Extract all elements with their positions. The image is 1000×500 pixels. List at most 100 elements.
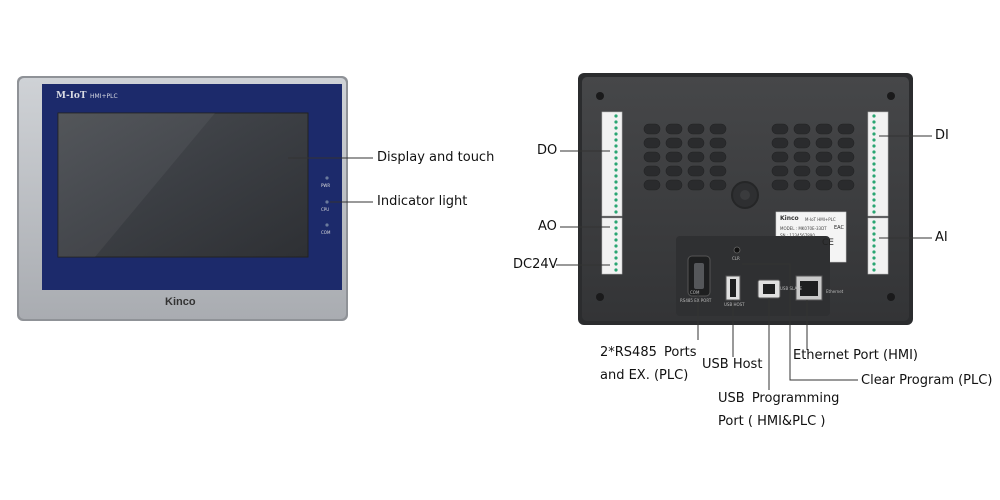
front-brand-logo: M-IoT — [56, 91, 87, 101]
led-pwr-indicator — [325, 176, 329, 180]
callout-dc24v: DC24V — [513, 257, 558, 272]
port-ethernet-label: Ethernet — [826, 289, 844, 294]
terminal-screw — [614, 156, 618, 160]
callout-ao: AO — [538, 219, 557, 234]
port-rs485-label: RS485 EX PORT — [680, 298, 712, 303]
callout-do: DO — [537, 143, 558, 158]
terminal-screw — [614, 250, 618, 254]
front-brand-sub: HMI+PLC — [90, 93, 118, 100]
terminal-screw — [872, 120, 876, 124]
callout-rs485-line2: and EX. (PLC) — [600, 368, 689, 383]
callout-clear: Clear Program (PLC) — [861, 373, 993, 388]
terminal-screw — [872, 138, 876, 142]
screen-reflection — [58, 113, 215, 257]
terminal-screw — [872, 186, 876, 190]
terminal-screw — [614, 126, 618, 130]
clr-button — [733, 246, 741, 254]
terminal-screw — [614, 244, 618, 248]
port-usb-host-label: USB HOST — [724, 302, 745, 307]
vent-left — [643, 123, 727, 191]
leader-lines — [288, 135, 932, 390]
terminal-screw — [872, 210, 876, 214]
terminal-right — [867, 111, 889, 275]
terminal-screw — [614, 114, 618, 118]
callout-ai: AI — [935, 230, 948, 245]
screw-top-left — [596, 92, 604, 100]
terminal-left — [601, 111, 623, 275]
led-com-indicator — [325, 223, 329, 227]
terminal-screw — [872, 126, 876, 130]
terminal-screw — [872, 174, 876, 178]
terminal-screw — [614, 162, 618, 166]
terminal-screw — [614, 138, 618, 142]
clr-label: CLR — [732, 256, 740, 261]
callout-usb-host: USB Host — [702, 357, 763, 372]
port-com-label: COM — [690, 290, 700, 295]
port-recess — [676, 236, 830, 316]
terminal-screw — [872, 144, 876, 148]
vent-right — [771, 123, 855, 191]
front-panel — [17, 76, 348, 321]
terminal-screw — [614, 120, 618, 124]
terminal-screw — [872, 150, 876, 154]
terminal-screw — [872, 238, 876, 242]
callout-di: DI — [935, 128, 949, 143]
terminal-screw — [614, 204, 618, 208]
center-mount-inner — [740, 190, 750, 200]
callout-ethernet: Ethernet Port (HMI) — [793, 348, 919, 363]
rear-panel — [578, 73, 913, 325]
sticker-line3: SN : 1234567890 — [780, 233, 815, 238]
terminal-screw — [614, 174, 618, 178]
sticker-eac: EAC — [834, 225, 844, 231]
terminal-screw — [614, 238, 618, 242]
port-usb-slave-label: USB SLAVE — [780, 286, 803, 291]
terminal-screw — [614, 132, 618, 136]
terminal-screw — [872, 192, 876, 196]
terminal-screw — [614, 220, 618, 224]
terminal-screw — [872, 180, 876, 184]
terminal-screw — [614, 268, 618, 272]
led-pwr-label: PWR — [321, 183, 331, 188]
terminal-screw — [614, 186, 618, 190]
callout-rs485-line1: 2*RS485 Ports — [600, 345, 697, 360]
callout-indicator: Indicator light — [377, 194, 468, 209]
terminal-screw — [872, 198, 876, 202]
callout-usb-prog-line1: USB Programming — [718, 391, 840, 406]
front-screen — [57, 112, 309, 258]
terminal-screw — [872, 132, 876, 136]
terminal-screw — [872, 250, 876, 254]
sticker-brand: Kinco — [780, 215, 799, 222]
terminal-screw — [872, 226, 876, 230]
terminal-screw — [614, 262, 618, 266]
terminal-screw — [872, 262, 876, 266]
terminal-screw — [614, 150, 618, 154]
sticker-line2: M-IoT HMI+PLC — [805, 217, 836, 222]
screw-bottom-right — [887, 293, 895, 301]
led-cpu-label: CPU — [321, 207, 330, 212]
screw-bottom-left — [596, 293, 604, 301]
terminal-screw — [872, 244, 876, 248]
terminal-screw — [614, 210, 618, 214]
terminal-screw — [614, 192, 618, 196]
terminal-screw — [872, 168, 876, 172]
terminal-screw — [872, 256, 876, 260]
leader-clear — [742, 263, 858, 381]
terminal-screw — [614, 198, 618, 202]
terminal-screw — [614, 226, 618, 230]
front-maker-logo: Kinco — [165, 296, 196, 308]
terminal-screw — [872, 156, 876, 160]
terminal-screw — [872, 268, 876, 272]
led-com-label: COM — [321, 230, 331, 235]
sticker-model: MODEL : MK070E-33DT — [780, 226, 827, 231]
sticker-ce: CE — [822, 238, 834, 248]
terminal-screw — [872, 220, 876, 224]
terminal-screw — [614, 256, 618, 260]
callout-display: Display and touch — [377, 150, 495, 165]
terminal-screw — [872, 204, 876, 208]
terminal-screw — [614, 144, 618, 148]
terminal-screw — [872, 162, 876, 166]
terminal-screw — [872, 232, 876, 236]
front-led-strip — [316, 84, 342, 290]
terminal-screw — [614, 232, 618, 236]
